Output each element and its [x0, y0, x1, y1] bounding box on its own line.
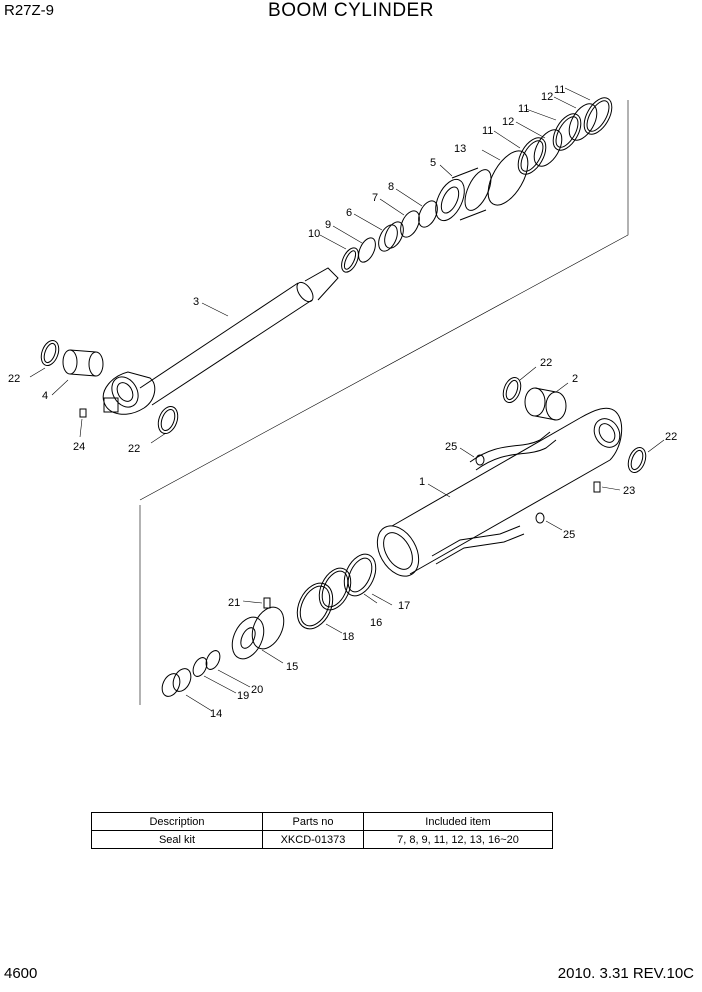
o-ring-12b: [568, 103, 598, 141]
seal-9: [358, 237, 376, 263]
callout-15: 15: [286, 661, 298, 673]
callout-10: 10: [308, 228, 320, 240]
callout-17: 17: [398, 600, 410, 612]
cell-description: Seal kit: [91, 830, 263, 849]
callout-11-a: 11: [482, 125, 493, 137]
o-ring-25b: [535, 512, 545, 524]
callout-19: 19: [237, 690, 249, 702]
pin-bush-2: [524, 387, 567, 421]
callout-18: 18: [342, 631, 354, 643]
rod-bush: [62, 349, 104, 377]
callout-9: 9: [325, 219, 331, 231]
cylinder-tube: [376, 407, 623, 577]
callout-24: 24: [73, 441, 85, 453]
set-screw-21: [263, 597, 271, 609]
revision-date: 2010. 3.31 REV.10C: [557, 965, 694, 982]
callout-11-c: 11: [554, 84, 565, 96]
backup-ring-11b: [552, 113, 582, 151]
cushion-ring-14: [161, 668, 192, 697]
o-ring-25a: [475, 454, 485, 466]
callout-4: 4: [42, 390, 48, 402]
column-header-parts-no: Parts no: [262, 812, 364, 831]
seal-7: [400, 210, 420, 238]
o-ring-20: [205, 650, 221, 670]
grease-nipple-tube: [593, 481, 601, 493]
dust-seal-rod-right: [157, 405, 179, 435]
callout-labels: 1 2 3 4 5 6 7 8 9 10 11 11 11 12 12 13 1…: [8, 84, 677, 720]
callout-3: 3: [193, 296, 199, 308]
callout-20: 20: [251, 684, 263, 696]
dust-seal-tube-top: [502, 376, 522, 404]
callout-5: 5: [430, 157, 436, 169]
piston-15: [231, 606, 285, 660]
callout-11-b: 11: [518, 103, 529, 115]
seal-18: [296, 582, 334, 630]
table-header-row: Description Parts no Included item: [91, 812, 553, 831]
callout-22-a: 22: [8, 373, 20, 385]
callout-6: 6: [346, 207, 352, 219]
dust-seal-tube-right: [627, 446, 647, 474]
callout-21: 21: [228, 597, 240, 609]
model-number: R27Z-9: [4, 2, 55, 19]
o-ring-12a: [533, 129, 563, 167]
seal-kit-table: Description Parts no Included item Seal …: [91, 812, 553, 849]
backup-ring-11a: [517, 137, 547, 175]
callout-7: 7: [372, 192, 378, 204]
backup-ring-19: [192, 657, 208, 677]
callout-25-a: 25: [445, 441, 457, 453]
callout-8: 8: [388, 181, 394, 193]
seal-10: [341, 247, 359, 273]
column-header-included-item: Included item: [363, 812, 553, 831]
exploded-view-diagram: 1 2 3 4 5 6 7 8 9 10 11 11 11 12 12 13 1…: [8, 84, 677, 720]
grease-nipple-rod: [79, 408, 87, 418]
wear-ring-17: [343, 553, 377, 597]
callout-1: 1: [419, 476, 425, 488]
cell-included-item: 7, 8, 9, 11, 12, 13, 16~20: [363, 830, 553, 849]
callout-12-a: 12: [502, 116, 514, 128]
bushing-6: [378, 224, 398, 252]
callout-25-b: 25: [563, 529, 575, 541]
column-header-description: Description: [91, 812, 263, 831]
callout-22-c: 22: [540, 357, 552, 369]
callout-22-d: 22: [665, 431, 677, 443]
page-title: BOOM CYLINDER: [268, 0, 434, 21]
callout-23: 23: [623, 485, 635, 497]
page-number: 4600: [4, 965, 38, 982]
seal-8: [418, 200, 438, 228]
o-ring-13: [487, 150, 529, 206]
piston-rod: [102, 267, 339, 415]
callout-2: 2: [572, 373, 578, 385]
dust-seal-rod-left: [40, 339, 60, 367]
backup-ring-11c: [583, 97, 613, 135]
callout-14: 14: [210, 708, 222, 720]
rod-cover-gland: [435, 167, 492, 222]
callout-16: 16: [370, 617, 382, 629]
callout-13: 13: [454, 143, 466, 155]
table-row: Seal kit XKCD-01373 7, 8, 9, 11, 12, 13,…: [91, 830, 553, 849]
callout-22-b: 22: [128, 443, 140, 455]
assembly-frame: [139, 100, 629, 501]
cell-parts-no: XKCD-01373: [262, 830, 364, 849]
callout-12-b: 12: [541, 91, 553, 103]
